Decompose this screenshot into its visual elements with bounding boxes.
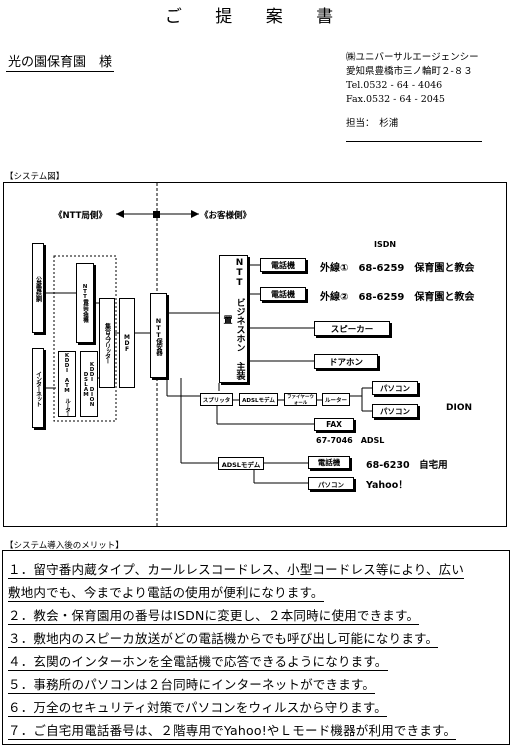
line1-label: 外線① 68-6259 保育園と教会 — [320, 263, 475, 274]
merit-item-2: ２．教会・保育園用の番号はISDNに変更し、２本同時に使用できます。 — [8, 608, 420, 625]
client-name: 光の園保育園 様 — [6, 51, 115, 72]
company-fax: Fax.0532 - 64 - 2045 — [346, 94, 445, 105]
merits-section-label: 【システム導入後のメリット】 — [5, 541, 124, 551]
mdf-box: MDF — [119, 298, 135, 388]
public-network-box: 公衆電話網 — [32, 243, 44, 333]
merit-item-1-cont: 敷地内でも、今までより電話の使用が便利になります。 — [8, 585, 324, 602]
diagram-lines — [42, 183, 372, 526]
ntt-exchange-box: NTT電話交換機 — [76, 263, 94, 343]
firewall-box: ファイヤーウォール — [284, 393, 317, 406]
home-phone-box: 電話機 — [308, 456, 350, 469]
door-phone-box: ドアホン — [314, 354, 378, 369]
internet-box: インターネット — [32, 348, 44, 428]
isdn-label: ISDN — [374, 240, 397, 249]
system-section-label: 【システム図】 — [5, 172, 65, 182]
company-name: ㈱ユニバーサルエージェンシー — [346, 52, 479, 63]
ntt-protector-box: NTT保安器 — [150, 293, 167, 378]
system-diagram: 《NTT局側》 《お客様側》 ISDN 公衆電話網 インターネット NTT電話交… — [3, 182, 507, 527]
kddi-atm-box: KDDI ATM ルーター — [58, 351, 76, 417]
fax-box: FAX — [314, 418, 354, 431]
company-address: 愛知県豊橋市三ノ輪町２-８３ — [346, 66, 473, 77]
home-pc-box: パソコン — [308, 477, 354, 490]
contact-underline — [346, 141, 482, 142]
merit-item-4: ４．玄関のインターホンを全電話機で応答できるようになります。 — [8, 654, 388, 671]
merit-item-5: ５．事務所のパソコンは２台同時にインターネットができます。 — [8, 677, 376, 694]
kddi-dslam-box: KDDI DION DSLAM — [80, 351, 98, 417]
router-box: ルーター — [322, 393, 350, 406]
home-adsl-modem-box: ADSLモデム — [218, 457, 264, 470]
customer-side-label: 《お客様側》 — [200, 211, 252, 221]
contact-person: 担当： 杉浦 — [346, 118, 399, 129]
merit-item-6: ６．万全のセキュリティ対策でパソコンをウィルスから守ります。 — [8, 700, 388, 717]
phone2-box: 電話機 — [260, 287, 306, 301]
merit-item-1: １．留守番内蔵タイプ、カールレスコードレス、小型コードレス等により、広い — [8, 562, 465, 579]
merits-box: １．留守番内蔵タイプ、カールレスコードレス、小型コードレス等により、広い 敷地内… — [2, 550, 510, 745]
speaker-box: スピーカー — [314, 321, 390, 336]
pc1-box: パソコン — [372, 381, 418, 395]
fax-number-label: 67-7046 ADSL — [316, 436, 385, 445]
splitter-block-box: 集合スプリッター — [99, 298, 115, 388]
document-title: ご 提 案 書 — [164, 7, 348, 27]
merit-item-3: ３．敷地内のスピーカ放送がどの電話機からでも呼び出し可能になります。 — [8, 631, 439, 648]
ntt-side-label: 《NTT局側》 — [54, 211, 107, 221]
line2-label: 外線② 68-6259 保育園と教会 — [320, 292, 475, 303]
home-number-label: 68-6230 自宅用 — [366, 460, 448, 471]
phone1-box: 電話機 — [260, 258, 306, 272]
merit-item-7: ７．ご自宅用電話番号は、２階専用でYahoo!やＬモード機器が利用できます。 — [8, 723, 457, 740]
dion-label: DION — [446, 403, 473, 413]
business-phone-box: NTT ビジネスホン 主装置 — [219, 255, 248, 383]
yahoo-label: Yahoo！ — [366, 480, 408, 491]
splitter-box: スプリッタ — [200, 393, 233, 406]
company-tel: Tel.0532 - 64 - 4046 — [346, 80, 443, 91]
pc2-box: パソコン — [372, 404, 418, 418]
adsl-modem-box: ADSLモデム — [239, 393, 278, 406]
